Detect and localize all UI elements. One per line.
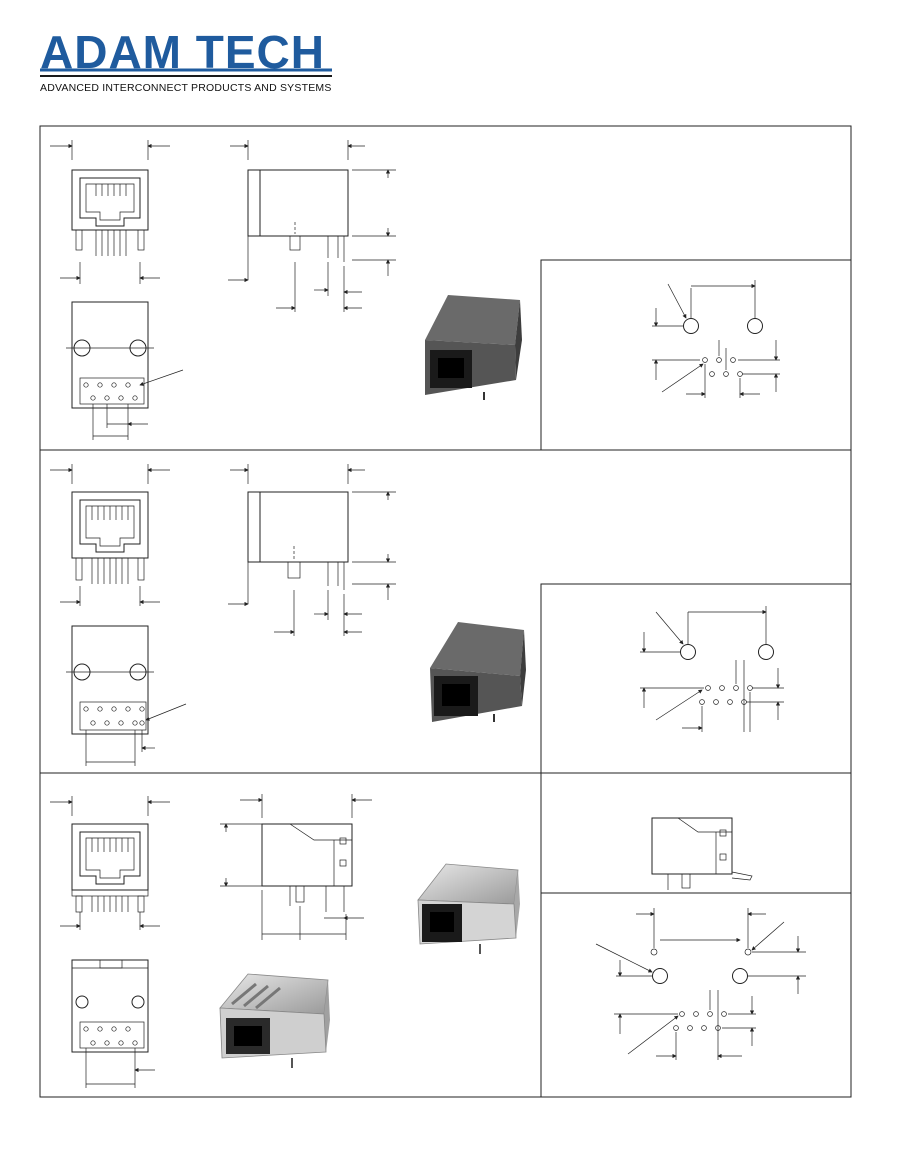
brand-name: ADAM TECH xyxy=(40,26,325,78)
bottom-view xyxy=(71,959,155,1088)
side-view xyxy=(228,140,396,312)
side-view xyxy=(220,794,372,940)
section-3 xyxy=(50,260,851,1097)
product-photo-shielded xyxy=(219,973,330,1068)
front-view xyxy=(50,464,170,606)
section-1 xyxy=(50,140,852,451)
front-view xyxy=(50,796,170,930)
product-photo xyxy=(430,622,526,722)
panel-view xyxy=(651,817,753,890)
outer-frame xyxy=(39,125,852,1098)
section-2 xyxy=(50,464,852,774)
pcb-layout xyxy=(595,908,806,1060)
product-photo xyxy=(425,295,522,400)
pcb-layout xyxy=(540,583,852,774)
bottom-view xyxy=(66,301,184,440)
brand-logo: ADAM TECH xyxy=(40,28,325,76)
front-view xyxy=(50,140,170,284)
bottom-view xyxy=(66,625,187,766)
pcb-layout xyxy=(540,259,852,451)
product-photo xyxy=(417,863,520,954)
side-view xyxy=(228,464,396,636)
brand-tagline: ADVANCED INTERCONNECT PRODUCTS AND SYSTE… xyxy=(40,82,332,94)
